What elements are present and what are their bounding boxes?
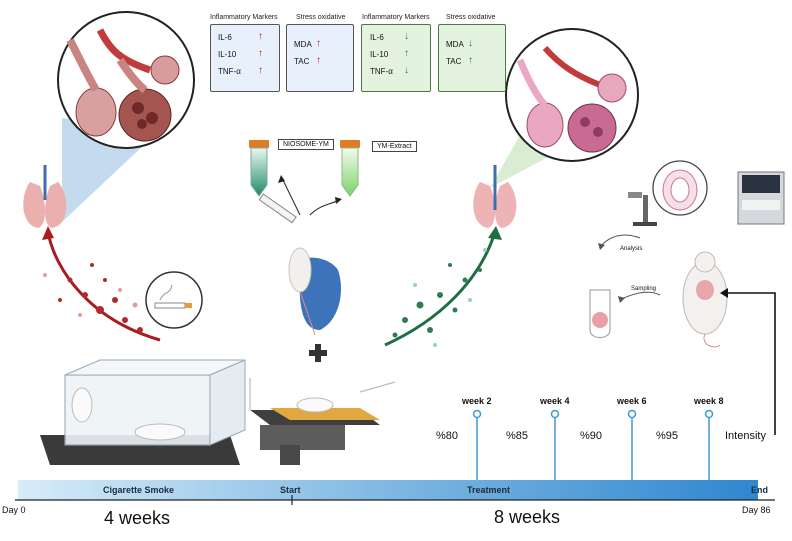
intensity-90: %90 [580,430,603,442]
timeline-day0: Day 0 [2,505,26,515]
tube-label-extract: YM-Extract [372,141,417,152]
week-markers [472,409,714,480]
dissected-rat [682,251,728,348]
marker-il6: IL-6 [218,33,232,42]
left-lungs [23,165,67,228]
histology-circle [652,160,708,216]
arrow-up-icon: ↑ [316,55,321,66]
week-8-label: week 8 [694,396,724,406]
tube-label-niosome: NIOSOME-YM [278,139,334,150]
arrow-up-icon: ↑ [258,31,263,42]
panel-heading-inflammatory-1: Inflammatory Markers [210,14,278,21]
marker-tnf: TNF-α [218,67,241,76]
analysis-label: Analysis [620,246,643,252]
lab-analyzer [737,171,785,225]
red-curve-arrow [46,231,161,342]
duration-8-weeks: 8 weeks [494,507,561,527]
microscope [628,192,657,226]
intensity-85: %85 [506,430,529,442]
green-particles [392,248,487,347]
sampling-label: Sampling [631,286,657,292]
marker-il10: IL-10 [218,50,237,59]
syringe-hand [258,193,341,336]
panel-stress-treated [438,24,506,92]
week-6-label: week 6 [617,396,647,406]
duration-4-weeks: 4 weeks [104,508,171,528]
timeline-start-label: Start [280,485,301,495]
timeline-day86: Day 86 [742,505,771,515]
arrow-up-icon: ↑ [404,48,409,59]
arrow-up-icon: ↑ [316,38,321,49]
marker-il10: IL-10 [370,50,389,59]
timeline-end-label: End [751,485,768,495]
intensity-95: %95 [656,430,679,442]
red-particles [43,263,143,333]
healthy-alveoli-right [516,46,627,153]
sample-tube [589,289,611,338]
arrow-down-icon: ↓ [404,31,409,42]
marker-tac: TAC [294,57,310,66]
cigarette-circle [145,271,203,329]
arrow-up-icon: ↑ [258,48,263,59]
diseased-alveoli-left [66,28,180,142]
marker-mda: MDA [294,40,312,49]
smoke-chamber [40,359,246,465]
arrow-down-icon: ↓ [404,65,409,76]
tube-niosome [249,140,269,197]
right-lungs [473,165,517,228]
week-4-label: week 4 [540,396,570,406]
plus-sign [309,344,327,362]
week-2-label: week 2 [462,396,492,406]
marker-tac: TAC [446,57,462,66]
arrow-up-icon: ↑ [468,55,473,66]
panel-heading-stress-2: Stress oxidative [446,14,496,21]
return-arrow [725,292,776,435]
panel-inflammatory-treated [361,24,431,92]
timeline-cigarette-label: Cigarette Smoke [103,485,175,495]
timeline-bar [18,480,758,500]
panel-heading-inflammatory-2: Inflammatory Markers [362,14,430,21]
intensity-label: Intensity [725,430,766,442]
panel-inflammatory-increase [210,24,280,92]
panel-heading-stress-1: Stress oxidative [296,14,346,21]
marker-mda: MDA [446,40,464,49]
marker-tnf: TNF-α [370,67,393,76]
timeline-treatment-label: Treatment [467,485,511,495]
tube-extract [340,140,360,197]
panel-stress-increase [286,24,354,92]
arrow-down-icon: ↓ [468,38,473,49]
intensity-80: %80 [436,430,459,442]
arrow-up-icon: ↑ [258,65,263,76]
green-curve-arrow [384,231,497,347]
marker-il6: IL-6 [370,33,384,42]
treadmill [249,378,396,465]
